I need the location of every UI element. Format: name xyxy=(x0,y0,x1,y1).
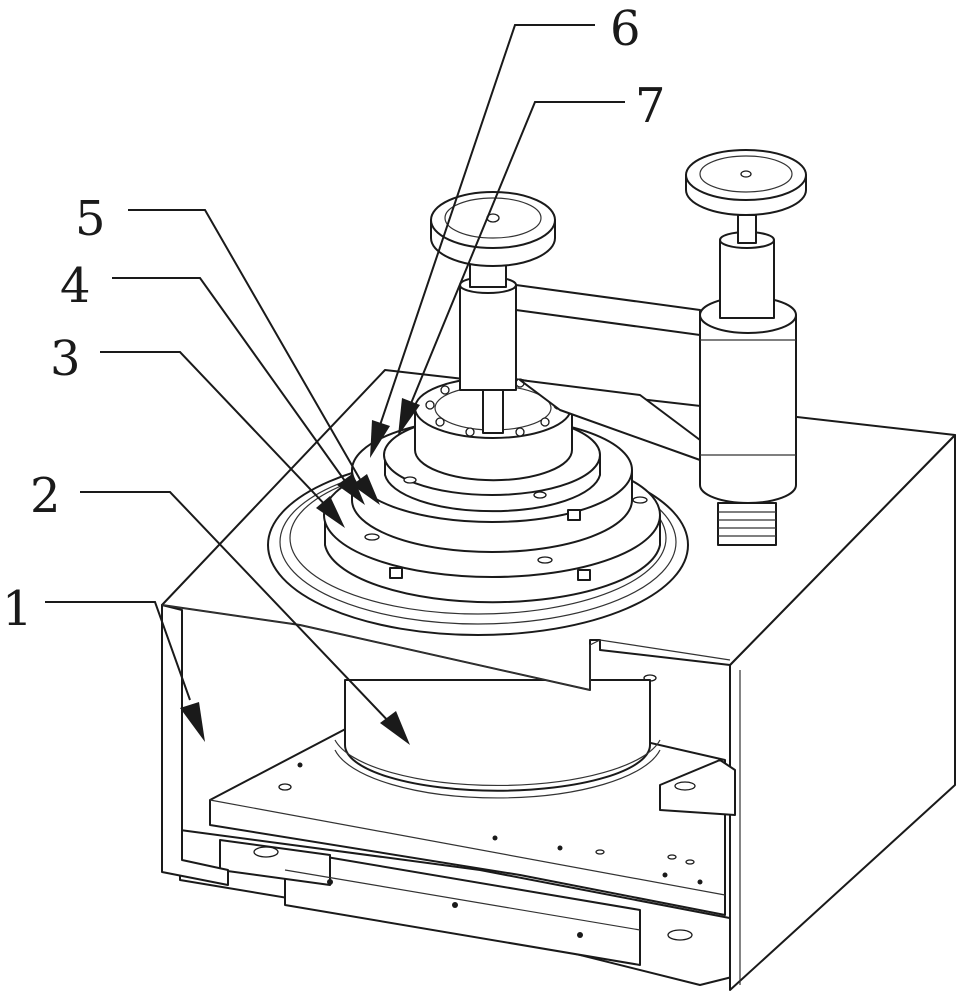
right-column xyxy=(685,149,807,546)
leader-4 xyxy=(112,277,351,489)
leader-5 xyxy=(128,209,366,489)
arrow-7 xyxy=(398,398,420,436)
arrow-2 xyxy=(380,711,410,745)
arrow-6 xyxy=(370,420,390,458)
leader-lines xyxy=(45,24,625,745)
leader-2 xyxy=(80,491,393,726)
callout-5: 5 xyxy=(75,191,106,247)
arrow-1 xyxy=(180,702,205,742)
lower-cylinder xyxy=(334,679,661,799)
callout-1: 1 xyxy=(2,581,33,637)
callout-6: 6 xyxy=(610,1,641,57)
callout-2: 2 xyxy=(30,468,61,524)
arrow-4 xyxy=(337,474,365,505)
right-support-block xyxy=(659,759,736,816)
callout-3: 3 xyxy=(50,331,81,387)
leader-3 xyxy=(100,351,331,511)
leader-6 xyxy=(374,24,595,441)
callout-7: 7 xyxy=(635,78,666,134)
frame-left-wall xyxy=(161,604,229,886)
base-rails xyxy=(179,829,741,986)
callout-4: 4 xyxy=(60,258,91,314)
leader-7 xyxy=(404,101,625,419)
arrow-5 xyxy=(352,474,380,505)
leader-1 xyxy=(45,601,191,701)
callout-labels: 1 2 3 4 5 6 7 xyxy=(2,1,666,637)
central-spindle xyxy=(430,191,556,434)
arrow-3 xyxy=(316,496,345,528)
